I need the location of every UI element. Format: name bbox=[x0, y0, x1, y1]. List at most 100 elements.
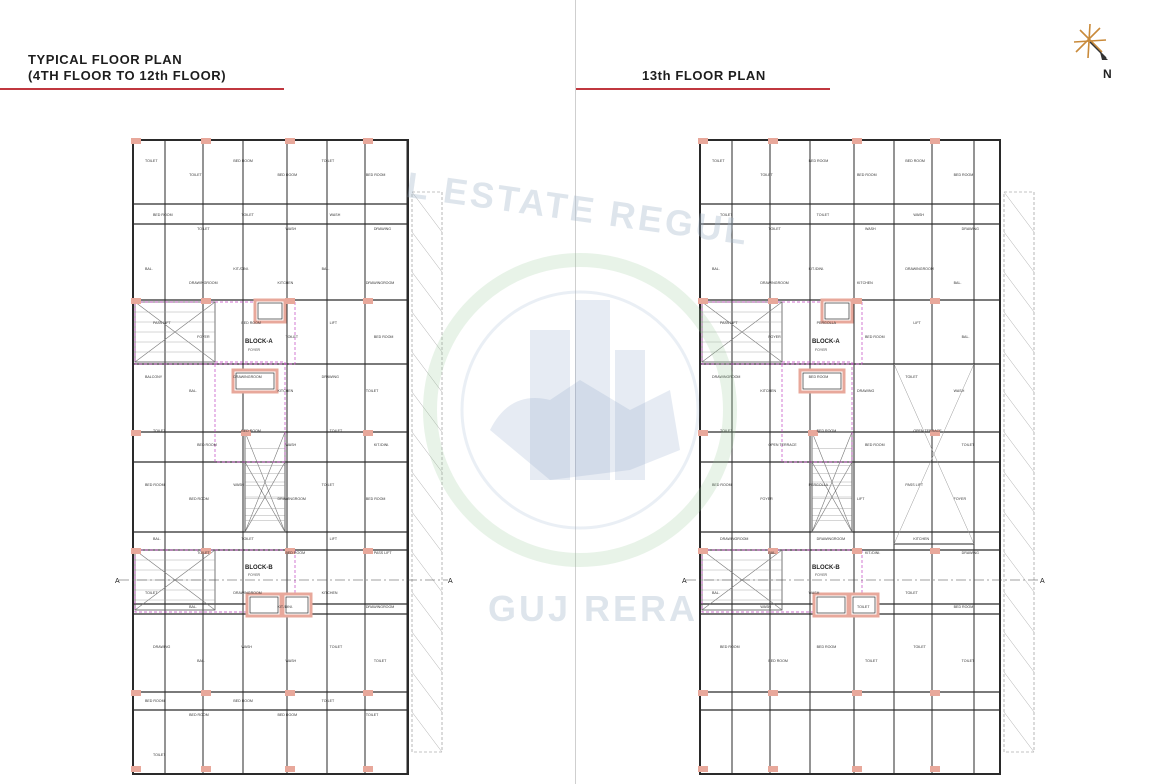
right-plan-room-label: KITCHEN bbox=[760, 389, 776, 393]
right-plan-column bbox=[930, 298, 940, 304]
right-plan-room-label: BED ROOM bbox=[857, 173, 877, 177]
left-plan-room-label: BALCONY bbox=[145, 375, 163, 379]
left-plan-room-label: FOYER bbox=[197, 335, 210, 339]
right-plan-hatch-line bbox=[1003, 231, 1035, 273]
right-plan-column bbox=[768, 766, 778, 772]
left-plan-column bbox=[241, 430, 251, 436]
left-plan-column bbox=[363, 766, 373, 772]
left-plan-hatch-line bbox=[411, 671, 443, 713]
left-plan-room-label: BED ROOM bbox=[278, 713, 298, 717]
left-plan-room-label: DRAWINGROOM bbox=[366, 605, 394, 609]
left-plan-section-marker-right: A bbox=[448, 578, 453, 585]
left-plan-hatch-line bbox=[411, 391, 443, 433]
left-plan-circulation bbox=[134, 549, 296, 613]
right-plan-room-label: BED ROOM bbox=[905, 159, 925, 163]
right-plan-room-label: BED ROOM bbox=[720, 645, 740, 649]
right-plan-column bbox=[768, 690, 778, 696]
right-plan-room-label: BED ROOM bbox=[809, 159, 829, 163]
left-plan-room-label: BED ROOM bbox=[189, 713, 209, 717]
right-plan-hatch-line bbox=[1003, 391, 1035, 433]
right-plan-column bbox=[698, 298, 708, 304]
right-plan-column bbox=[698, 766, 708, 772]
right-plan-column bbox=[698, 690, 708, 696]
right-plan-room-label: DRAWINGROOM bbox=[712, 375, 740, 379]
right-plan-room-label: BED ROOM bbox=[954, 605, 974, 609]
right-plan-header: 13th FLOOR PLAN bbox=[576, 68, 830, 90]
right-plan-block-a-label: BLOCK-A bbox=[812, 339, 840, 345]
right-plan-room-label: WASH bbox=[760, 605, 771, 609]
left-plan-room-label: DRAWINGROOM bbox=[233, 591, 261, 595]
right-plan-block-a-foyer: FOYER bbox=[815, 348, 828, 352]
right-plan-room-label: BED ROOM bbox=[865, 443, 885, 447]
left-plan-room-label: TOILET bbox=[286, 335, 299, 339]
right-plan-outer-wall bbox=[699, 139, 1001, 775]
right-plan-section-marker-left: A bbox=[682, 578, 687, 585]
right-plan-column bbox=[852, 138, 862, 144]
right-plan-room-label: WASH bbox=[954, 389, 965, 393]
left-plan-column bbox=[363, 138, 373, 144]
right-plan-section-marker-right: A bbox=[1040, 578, 1045, 585]
left-plan-lift-cab bbox=[257, 302, 283, 320]
right-plan-room-label: PASS LIFT bbox=[720, 321, 739, 325]
right-plan-column bbox=[852, 690, 862, 696]
left-plan-room-label: BAL. bbox=[197, 659, 205, 663]
left-plan-room-label: TOILET bbox=[366, 713, 379, 717]
left-plan-column bbox=[363, 690, 373, 696]
right-plan-room-label: FOYER bbox=[768, 335, 781, 339]
left-plan-room-label: TOILET bbox=[197, 551, 210, 555]
left-plan-room-label: KIT./DINI. bbox=[278, 605, 293, 609]
right-plan-room-label: BED ROOM bbox=[817, 429, 837, 433]
left-plan-room-label: TOILET bbox=[322, 159, 335, 163]
right-plan-room-label: DRAWINGROOM bbox=[760, 281, 788, 285]
left-plan-hatch-line bbox=[411, 551, 443, 593]
right-plan-room-label: BAL. bbox=[962, 335, 970, 339]
north-compass-icon bbox=[1073, 23, 1108, 60]
right-plan-column bbox=[930, 548, 940, 554]
right-plan-hatch-line bbox=[1003, 631, 1035, 673]
left-plan-room-label: KIT./DINI. bbox=[374, 443, 389, 447]
left-plan-column bbox=[131, 138, 141, 144]
left-plan-column bbox=[201, 298, 211, 304]
right-plan-block-b-label: BLOCK-B bbox=[812, 565, 840, 571]
left-plan-column bbox=[285, 298, 295, 304]
right-plan-column bbox=[852, 548, 862, 554]
left-plan-room-label: TOILET bbox=[330, 429, 343, 433]
right-plan-room-label: BED ROOM bbox=[817, 645, 837, 649]
left-plan-column bbox=[285, 548, 295, 554]
right-plan-column bbox=[930, 690, 940, 696]
right-plan-room-label: WASH bbox=[865, 227, 876, 231]
left-plan-room-label: TOILET bbox=[145, 159, 158, 163]
left-plan-room-label: BED ROOM bbox=[233, 699, 253, 703]
right-plan-room-label: TOILET bbox=[865, 659, 878, 663]
rera-watermark-seal bbox=[423, 253, 737, 567]
left-plan-title-line1: TYPICAL FLOOR PLAN bbox=[28, 52, 183, 67]
left-plan-room-label: BED ROOM bbox=[241, 429, 261, 433]
right-plan-room-label: FOYER bbox=[954, 497, 967, 501]
left-plan-room-label: WASH bbox=[286, 659, 297, 663]
left-plan-column bbox=[201, 138, 211, 144]
left-plan-lift-frame bbox=[281, 592, 313, 618]
right-plan-room-label: TOILET bbox=[857, 605, 870, 609]
right-plan-room-label: BAL. bbox=[712, 591, 720, 595]
left-plan-room-label: BED ROOM bbox=[145, 483, 165, 487]
left-plan-column bbox=[201, 766, 211, 772]
left-plan-circulation bbox=[214, 361, 286, 463]
left-plan-hatch-line bbox=[411, 351, 443, 393]
left-plan-lift-cab bbox=[249, 596, 279, 614]
right-plan-room-label: DRAWING bbox=[962, 227, 979, 231]
right-plan-column bbox=[768, 138, 778, 144]
right-plan-hatch-line bbox=[1003, 551, 1035, 593]
left-plan-room-label: DRAWING bbox=[322, 375, 339, 379]
right-plan-room-label: TOILET bbox=[768, 227, 781, 231]
left-plan-room-label: BED ROOM bbox=[145, 699, 165, 703]
right-plan-room-label: BED ROOM bbox=[954, 173, 974, 177]
right-plan-column bbox=[930, 766, 940, 772]
left-plan-room-label: WASH bbox=[286, 227, 297, 231]
left-plan-room-label: WASH bbox=[330, 213, 341, 217]
left-plan-column bbox=[131, 690, 141, 696]
left-plan-header: TYPICAL FLOOR PLAN (4TH FLOOR TO 12th FL… bbox=[0, 52, 284, 90]
right-plan-room-label: LIFT bbox=[857, 497, 865, 501]
left-plan-column bbox=[285, 138, 295, 144]
left-plan-room-label: LIFT bbox=[330, 537, 338, 541]
